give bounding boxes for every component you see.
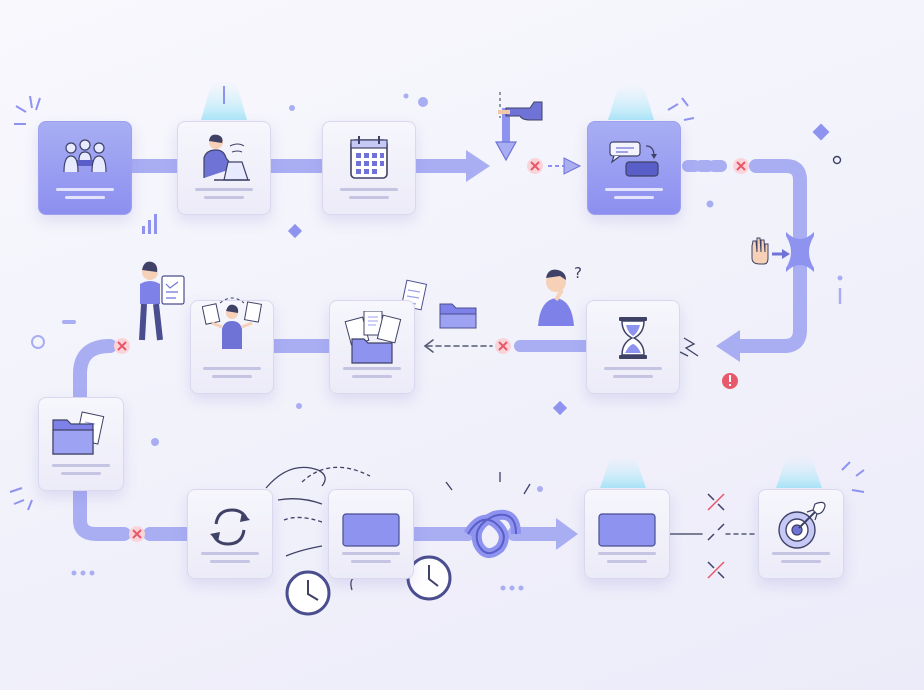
step-card-paperwork-pile[interactable] [329, 300, 415, 394]
step-card-goal-target[interactable] [758, 489, 844, 579]
card-line [342, 552, 400, 555]
step-card-rework-cycle[interactable] [187, 489, 273, 579]
knot-icon [463, 509, 521, 559]
step-card-screen[interactable] [328, 489, 414, 579]
thinking-person-icon: ? [538, 264, 582, 326]
card-line [65, 196, 105, 199]
step-card-team-meeting[interactable] [38, 121, 132, 215]
card-line [604, 367, 662, 370]
blocker-x-icon [129, 526, 145, 542]
clipboard-person-icon [139, 261, 185, 341]
card-line [61, 472, 101, 475]
card-line [52, 464, 110, 467]
broken-link-icon [707, 561, 725, 579]
screen-icon [598, 513, 656, 547]
card-line [201, 552, 259, 555]
card-line [343, 367, 401, 370]
card-line [352, 375, 392, 378]
card-line [340, 188, 398, 191]
blocker-markers [114, 158, 749, 542]
broken-link-icon [707, 493, 725, 511]
card-line [772, 552, 830, 555]
blocker-x-icon [733, 158, 749, 174]
card-line [598, 552, 656, 555]
sparks [445, 472, 531, 495]
card-line [203, 367, 261, 370]
blocker-x-icon [527, 158, 543, 174]
step-card-files-folder[interactable] [38, 397, 124, 491]
clock-icon [406, 555, 452, 601]
folder-icon [439, 303, 477, 329]
card-line [605, 188, 663, 191]
svg-text:?: ? [574, 264, 582, 282]
documents-folder-icon [344, 311, 402, 364]
card-line [212, 375, 252, 378]
card-line [607, 560, 647, 563]
step-card-waiting[interactable] [586, 300, 680, 394]
card-line [614, 196, 654, 199]
decorative-marks [9, 86, 865, 591]
blocker-x-icon [495, 338, 511, 354]
card-line [351, 560, 391, 563]
card-line [195, 188, 253, 191]
hand-pointing-icon [494, 92, 543, 162]
card-line [613, 375, 653, 378]
refresh-icon [210, 508, 250, 546]
clock-icon [285, 570, 331, 616]
laptop-worker-icon [203, 134, 250, 181]
screen-icon [342, 513, 400, 547]
folder-icon [52, 411, 105, 455]
target-rocket-icon [778, 501, 826, 549]
spark-icon [679, 337, 699, 357]
step-card-screen-2[interactable] [584, 489, 670, 579]
calendar-icon [350, 136, 388, 179]
card-line [204, 196, 244, 199]
stop-hand-icon [751, 237, 790, 265]
hourglass-icon [619, 317, 647, 359]
chat-icon [609, 141, 659, 177]
card-line [781, 560, 821, 563]
step-card-calendar[interactable] [322, 121, 416, 215]
broken-link-icon [707, 523, 725, 541]
card-line [56, 188, 114, 191]
glow-beams [201, 82, 822, 488]
step-card-chat-messages[interactable] [587, 121, 681, 215]
step-card-person-at-laptop[interactable] [177, 121, 271, 215]
dashed-arrow [548, 157, 582, 175]
card-line [210, 560, 250, 563]
card-line [349, 196, 389, 199]
blocker-x-icon [114, 338, 130, 354]
alert-icon [722, 373, 738, 389]
multitasking-person-icon [202, 297, 262, 349]
step-card-juggling-tasks[interactable] [190, 297, 274, 394]
meeting-icon [63, 139, 107, 173]
